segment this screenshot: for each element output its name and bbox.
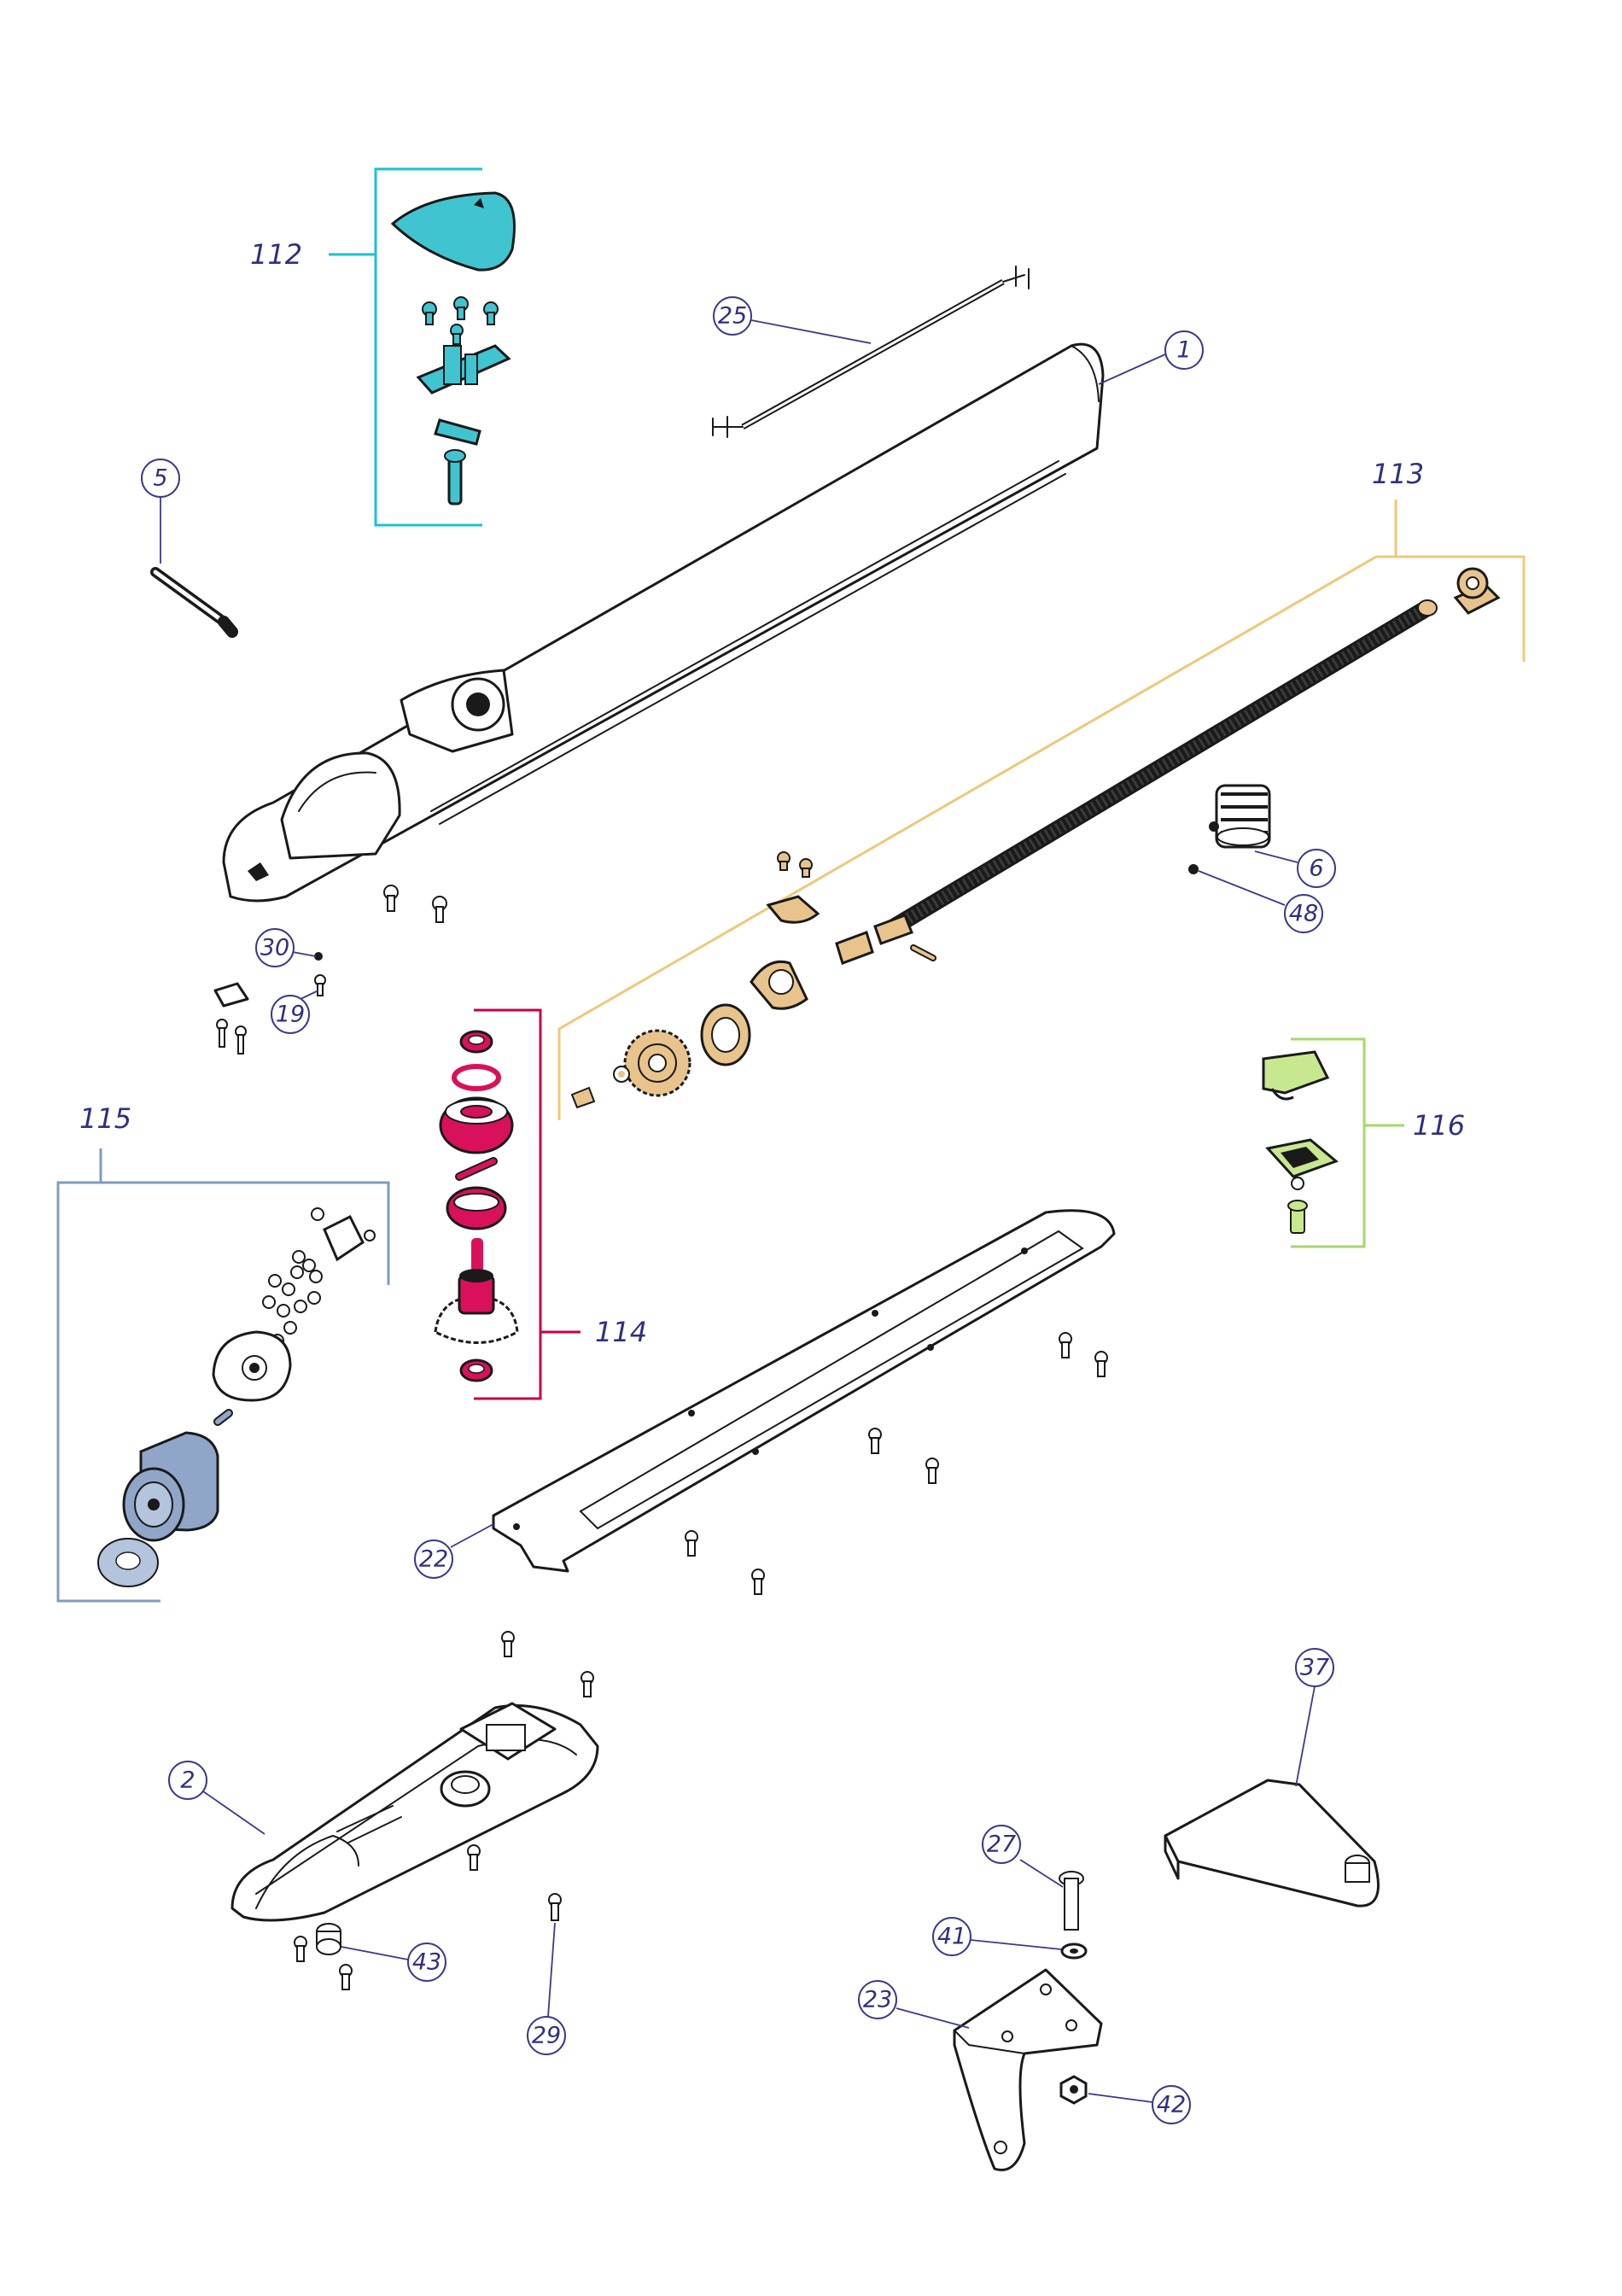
group-113-label: 113 bbox=[1372, 458, 1424, 490]
callout-27: 27 bbox=[982, 1825, 1064, 1888]
callout-25: 25 bbox=[713, 296, 872, 344]
callout-25-label: 25 bbox=[718, 303, 747, 330]
part-48-pin bbox=[1188, 864, 1199, 874]
group-116-bracket bbox=[1291, 1037, 1366, 1248]
callout-42-label: 42 bbox=[1157, 2092, 1186, 2118]
plate-screws bbox=[685, 1332, 1108, 1595]
part-2-lower-housing bbox=[230, 1702, 599, 1922]
callout-22-label: 22 bbox=[419, 1546, 448, 1573]
callout-29: 29 bbox=[527, 1922, 566, 2055]
callout-42: 42 bbox=[1088, 2085, 1191, 2124]
callout-23-label: 23 bbox=[863, 1987, 892, 2013]
part-25-rod bbox=[712, 266, 1030, 438]
group-112-cap bbox=[390, 191, 516, 272]
callout-48: 48 bbox=[1198, 870, 1323, 933]
part-43-bushing bbox=[316, 1923, 341, 1955]
group-114: 114 bbox=[434, 1008, 647, 1400]
callout-29-label: 29 bbox=[532, 2023, 561, 2049]
group-114-label: 114 bbox=[595, 1316, 647, 1348]
callout-5: 5 bbox=[141, 459, 180, 564]
group-113-bracket bbox=[557, 555, 1526, 1120]
callout-2-label: 2 bbox=[180, 1767, 195, 1794]
group-113: 113 bbox=[557, 458, 1526, 1120]
part-41-washer bbox=[1060, 1943, 1088, 1960]
part-27-bolt bbox=[1059, 1871, 1084, 1931]
callout-41-label: 41 bbox=[937, 1924, 966, 1950]
part-23-bracket bbox=[953, 1968, 1103, 2171]
callout-37: 37 bbox=[1295, 1648, 1334, 1787]
callout-6-label: 6 bbox=[1309, 856, 1323, 882]
callout-37-label: 37 bbox=[1300, 1655, 1329, 1681]
part-29-screw bbox=[548, 1893, 562, 1921]
group-112: 112 bbox=[250, 167, 516, 527]
group-116: 116 bbox=[1262, 1037, 1465, 1248]
part-1-housing bbox=[222, 342, 1105, 903]
callout-19: 19 bbox=[271, 990, 319, 1034]
callout-22: 22 bbox=[414, 1523, 494, 1579]
group-114-bracket bbox=[474, 1008, 542, 1400]
callout-48-label: 48 bbox=[1289, 901, 1318, 927]
part-5-key bbox=[150, 567, 238, 638]
callout-5-label: 5 bbox=[153, 465, 167, 492]
part-30-19-hardware bbox=[213, 952, 326, 1055]
callout-43-label: 43 bbox=[412, 1949, 441, 1976]
group-112-bracket bbox=[374, 167, 482, 527]
group-115: 115 bbox=[56, 1102, 390, 1603]
group-115-bracket bbox=[56, 1181, 390, 1603]
group-112-label: 112 bbox=[250, 238, 302, 271]
callout-1: 1 bbox=[1098, 330, 1204, 385]
part-6-gear bbox=[1209, 784, 1271, 849]
part-22-plate bbox=[492, 1209, 1116, 1573]
callout-30-label: 30 bbox=[260, 935, 289, 961]
part-37-bracket bbox=[1164, 1779, 1380, 1907]
part-42-nut bbox=[1059, 2075, 1088, 2105]
lower-housing-screws bbox=[294, 1631, 594, 1990]
callout-43: 43 bbox=[341, 1943, 446, 1982]
group-115-label: 115 bbox=[79, 1102, 131, 1135]
callout-41: 41 bbox=[932, 1917, 1062, 1956]
callout-23: 23 bbox=[858, 1980, 970, 2029]
callout-2: 2 bbox=[168, 1761, 265, 1835]
callout-30: 30 bbox=[255, 928, 317, 967]
callout-6: 6 bbox=[1254, 849, 1336, 888]
callout-19-label: 19 bbox=[276, 1002, 305, 1028]
callout-1-label: 1 bbox=[1176, 337, 1191, 364]
callout-27-label: 27 bbox=[987, 1832, 1016, 1858]
housing-screws bbox=[383, 885, 447, 923]
group-116-label: 116 bbox=[1413, 1109, 1465, 1142]
